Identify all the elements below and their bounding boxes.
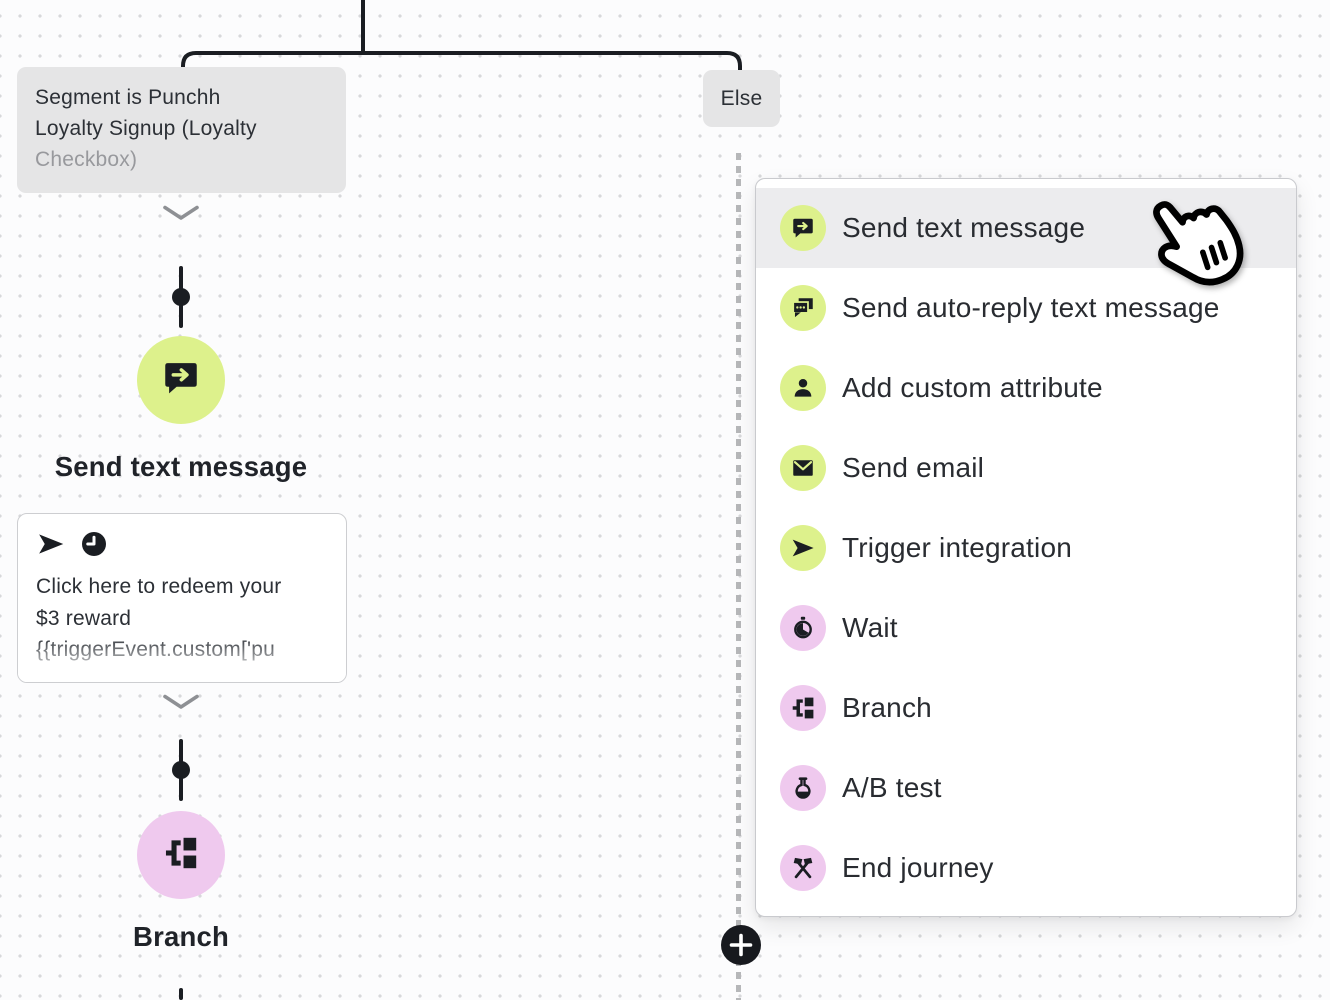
menu-item-label: Send email (842, 452, 985, 483)
segment-label-line2: Loyalty Signup (Loyalty (35, 117, 257, 140)
end-journey-icon (780, 845, 826, 891)
menu-item-label: Send text message (842, 212, 1086, 243)
branch-icon (780, 685, 826, 731)
stopwatch-icon (780, 605, 826, 651)
paper-plane-icon (780, 525, 826, 571)
menu-item-label: Trigger integration (842, 532, 1072, 563)
menu-item-label: End journey (842, 852, 994, 883)
else-path-dashed-line (736, 153, 741, 1000)
edge-connector (179, 988, 183, 1000)
add-step-menu-list: Send text message Send auto-reply text m… (756, 188, 1296, 908)
menu-item-add-custom-attribute[interactable]: Add custom attribute (756, 348, 1296, 428)
collapse-chevron-icon[interactable] (162, 204, 200, 227)
paper-plane-icon (36, 529, 66, 564)
menu-item-label: Send auto-reply text message (842, 292, 1220, 323)
chat-arrow-icon (160, 357, 202, 404)
menu-item-ab-test[interactable]: A/B test (756, 748, 1296, 828)
else-label: Else (720, 87, 763, 110)
menu-item-label: Add custom attribute (842, 372, 1103, 403)
message-line3: {{triggerEvent.custom['pu (36, 638, 275, 661)
menu-item-label: A/B test (842, 772, 942, 803)
node-send-text-label: Send text message (54, 451, 308, 482)
plus-icon (729, 933, 753, 957)
node-send-text-message[interactable] (137, 336, 225, 424)
menu-item-end-journey[interactable]: End journey (756, 828, 1296, 908)
clock-icon (79, 529, 109, 564)
envelope-icon (780, 445, 826, 491)
edge-connector-dot[interactable] (172, 288, 190, 306)
menu-item-send-text-message[interactable]: Send text message (756, 188, 1296, 268)
chat-reply-icon (780, 285, 826, 331)
segment-label-line3: Checkbox) (35, 148, 138, 171)
message-line2: $3 reward (36, 606, 132, 630)
message-line1: Click here to redeem your (36, 575, 282, 598)
collapse-chevron-icon[interactable] (162, 693, 200, 716)
edge-connector-dot[interactable] (172, 761, 190, 779)
branch-label-else[interactable]: Else (703, 70, 780, 127)
person-icon (780, 365, 826, 411)
menu-item-send-email[interactable]: Send email (756, 428, 1296, 508)
menu-item-branch[interactable]: Branch (756, 668, 1296, 748)
branch-icon (162, 834, 200, 877)
message-preview-card[interactable]: Click here to redeem your $3 reward {{tr… (17, 513, 347, 683)
menu-item-label: Wait (842, 612, 898, 643)
segment-label-line1: Segment is Punchh (35, 86, 221, 109)
menu-item-wait[interactable]: Wait (756, 588, 1296, 668)
menu-item-send-autoreply-text-message[interactable]: Send auto-reply text message (756, 268, 1296, 348)
menu-item-trigger-integration[interactable]: Trigger integration (756, 508, 1296, 588)
chat-arrow-icon (780, 205, 826, 251)
add-step-menu: Send text message Send auto-reply text m… (755, 178, 1297, 917)
node-branch-label: Branch (133, 921, 229, 952)
menu-item-label: Branch (842, 692, 932, 723)
branch-label-segment[interactable]: Segment is Punchh Loyalty Signup (Loyalt… (17, 67, 346, 193)
add-step-button[interactable] (721, 925, 761, 965)
node-branch[interactable] (137, 811, 225, 899)
flask-icon (780, 765, 826, 811)
